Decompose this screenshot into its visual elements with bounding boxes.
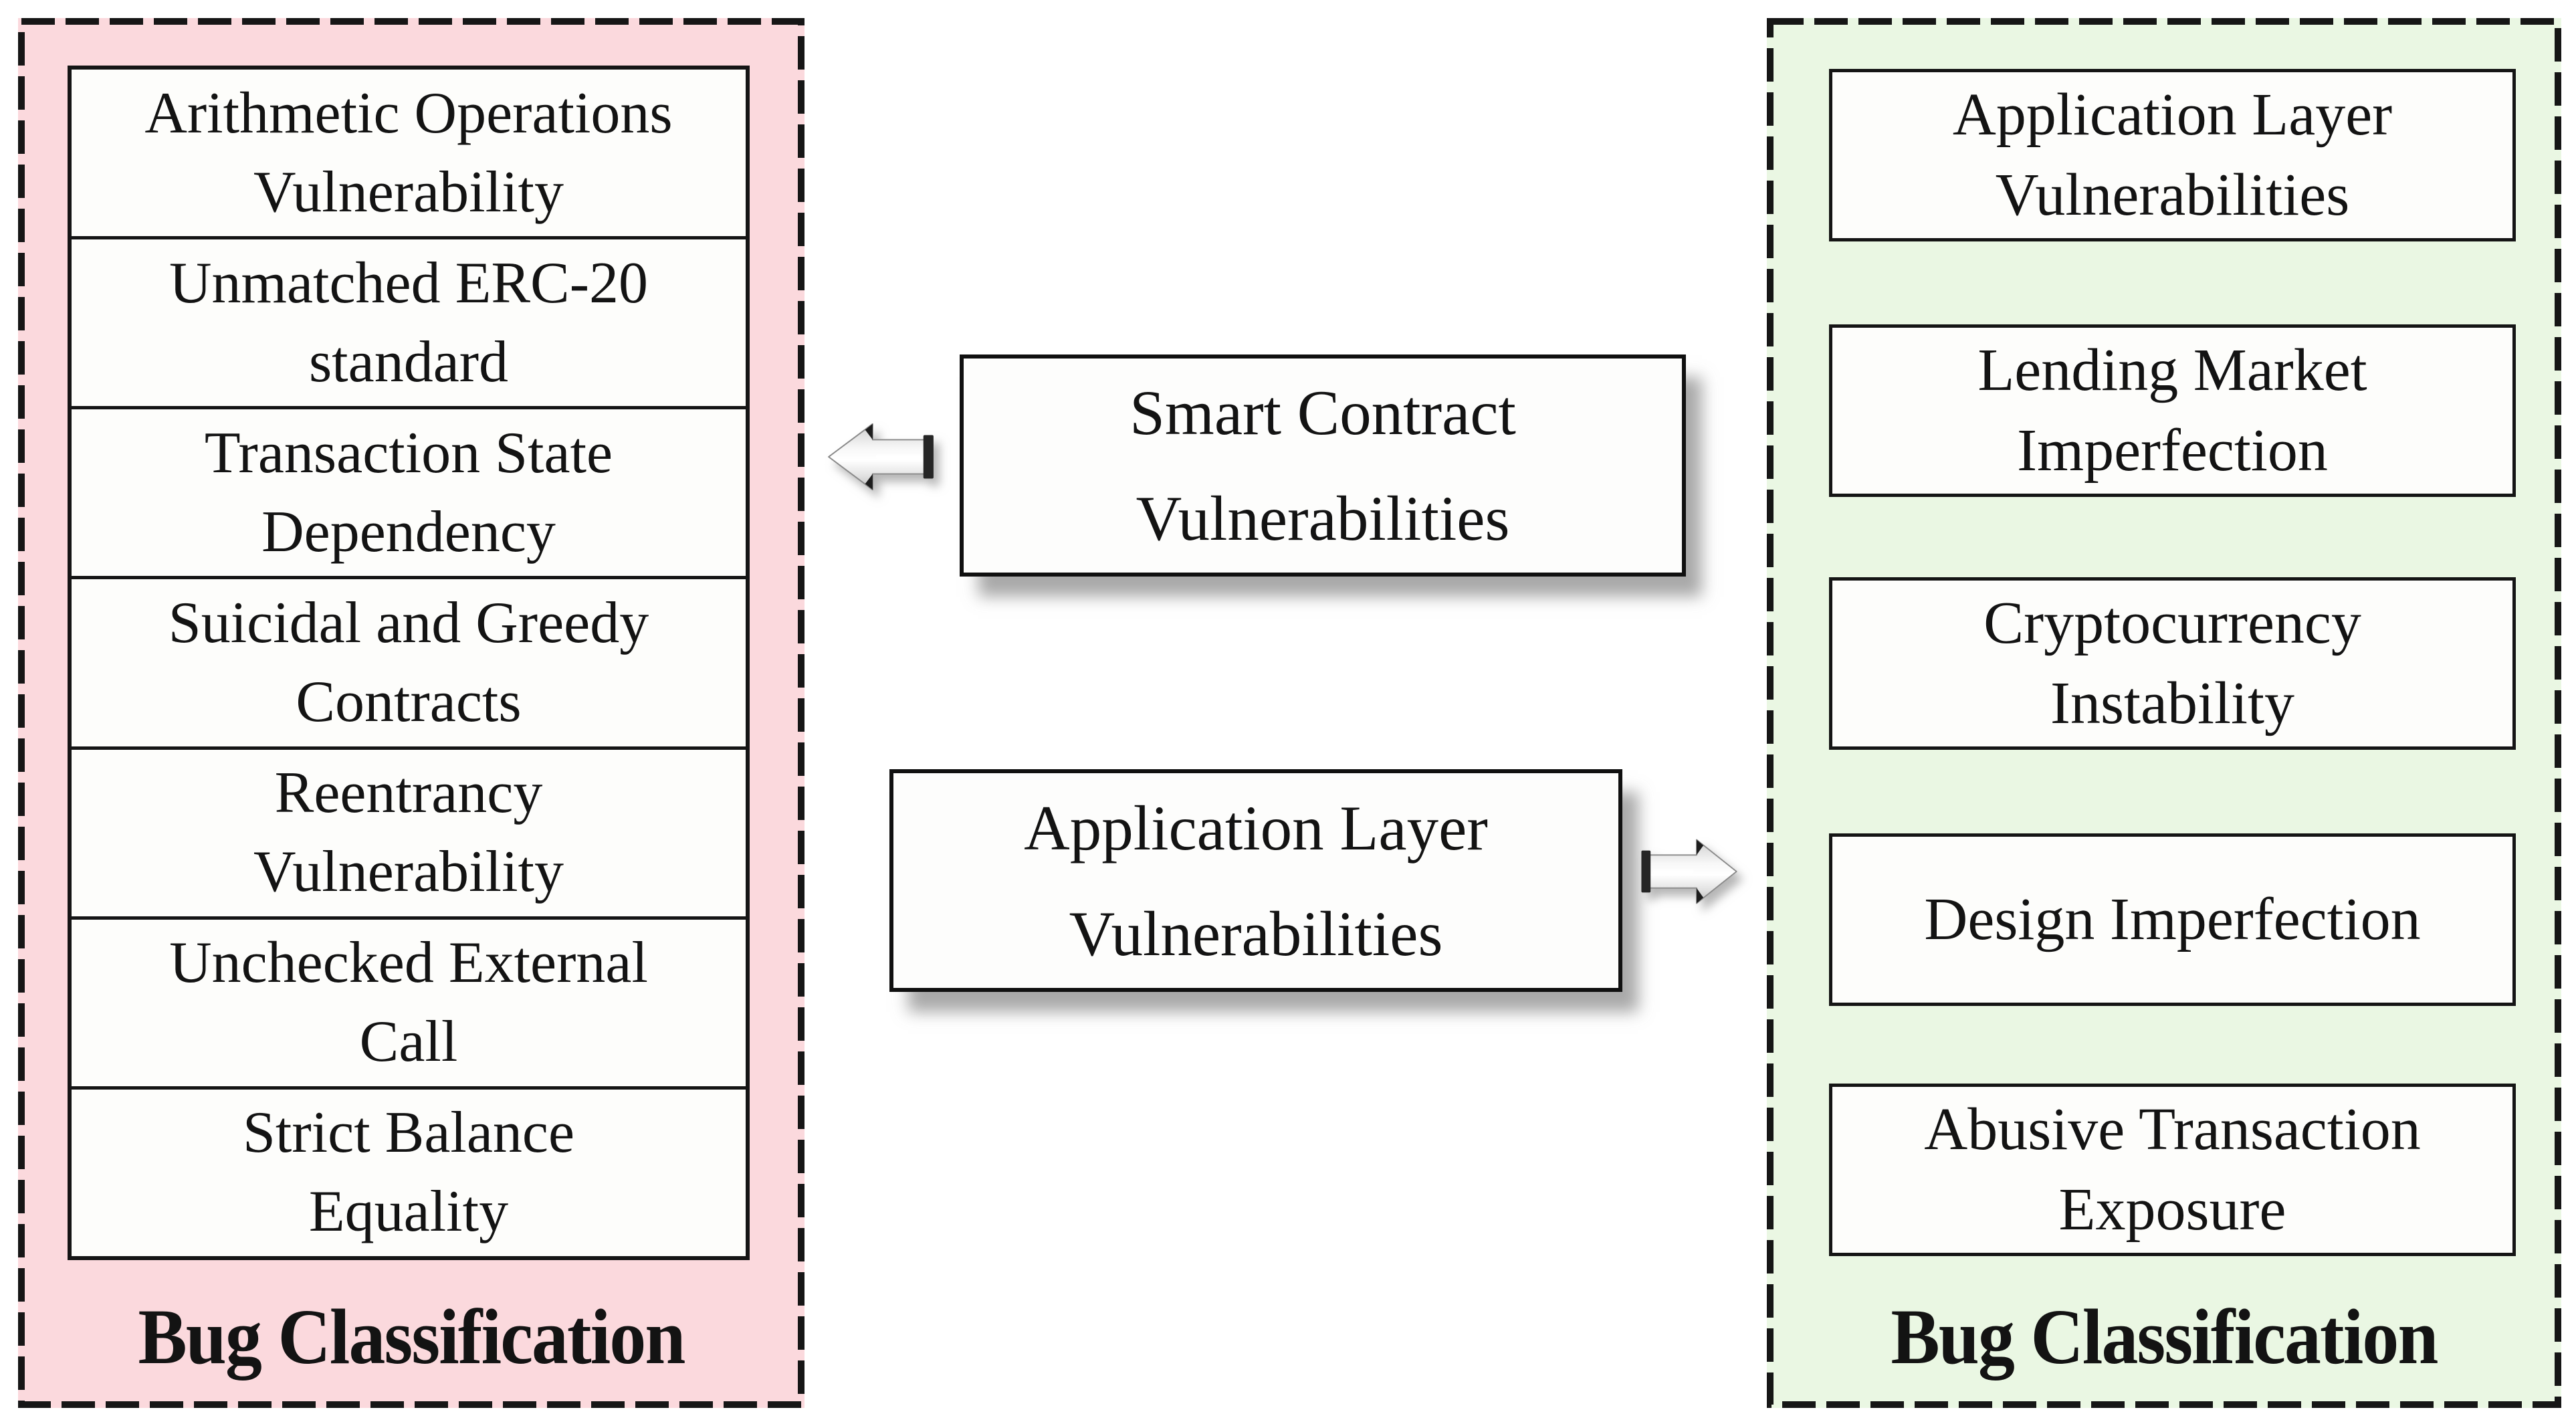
application-layer-bug-panel: Application Layer Vulnerabilities Lendin… xyxy=(1767,18,2561,1408)
table-row: Strict Balance Equality xyxy=(72,1086,746,1256)
table-row: Transaction State Dependency xyxy=(72,406,746,576)
box-line: Application Layer xyxy=(1952,82,2393,148)
left-panel-title: Bug Classification xyxy=(138,1293,685,1381)
row-line: Unchecked External xyxy=(169,930,648,996)
row-line: Arithmetic Operations xyxy=(144,80,673,146)
row-line: Vulnerability xyxy=(253,839,564,905)
classification-box: Lending Market Imperfection xyxy=(1829,324,2516,497)
row-line: Reentrancy xyxy=(274,760,543,826)
row-line: Contracts xyxy=(296,669,522,734)
classification-box: Design Imperfection xyxy=(1829,833,2516,1006)
classification-box: Application Layer Vulnerabilities xyxy=(1829,69,2516,241)
row-line: Unmatched ERC-20 xyxy=(169,250,649,316)
box-line: Design Imperfection xyxy=(1924,886,2421,952)
row-line: Strict Balance xyxy=(242,1100,575,1166)
classification-box: Abusive Transaction Exposure xyxy=(1829,1084,2516,1256)
left-block-arrow-icon xyxy=(828,423,934,491)
right-panel-title: Bug Classification xyxy=(1891,1293,2438,1381)
box-line: Vulnerabilities xyxy=(1069,898,1443,969)
smart-contract-bug-table: Arithmetic Operations Vulnerability Unma… xyxy=(68,66,750,1260)
table-row: Unchecked External Call xyxy=(72,916,746,1086)
table-row: Reentrancy Vulnerability xyxy=(72,746,746,916)
box-line: Application Layer xyxy=(1024,792,1488,863)
box-line: Imperfection xyxy=(2017,417,2328,484)
row-line: Call xyxy=(359,1009,458,1075)
box-line: Lending Market xyxy=(1977,337,2367,403)
box-line: Cryptocurrency xyxy=(1983,590,2361,656)
row-line: Transaction State xyxy=(204,420,613,486)
row-line: standard xyxy=(308,329,509,395)
box-line: Abusive Transaction xyxy=(1924,1096,2421,1162)
smart-contract-vulnerabilities-box: Smart Contract Vulnerabilities xyxy=(960,354,1686,577)
classification-box: Cryptocurrency Instability xyxy=(1829,577,2516,750)
application-layer-vulnerabilities-box: Application Layer Vulnerabilities xyxy=(889,769,1622,992)
table-row: Arithmetic Operations Vulnerability xyxy=(72,70,746,236)
box-line: Instability xyxy=(2050,670,2294,736)
row-line: Suicidal and Greedy xyxy=(168,590,649,655)
smart-contract-bug-panel: Arithmetic Operations Vulnerability Unma… xyxy=(18,18,804,1408)
row-line: Equality xyxy=(308,1179,509,1245)
box-line: Vulnerabilities xyxy=(1995,162,2350,228)
box-line: Vulnerabilities xyxy=(1136,483,1510,554)
right-block-arrow-icon xyxy=(1641,839,1737,904)
box-line: Smart Contract xyxy=(1130,377,1516,448)
box-line: Exposure xyxy=(2058,1177,2286,1243)
table-row: Unmatched ERC-20 standard xyxy=(72,236,746,406)
table-row: Suicidal and Greedy Contracts xyxy=(72,576,746,746)
row-line: Vulnerability xyxy=(253,159,564,225)
row-line: Dependency xyxy=(261,499,556,565)
